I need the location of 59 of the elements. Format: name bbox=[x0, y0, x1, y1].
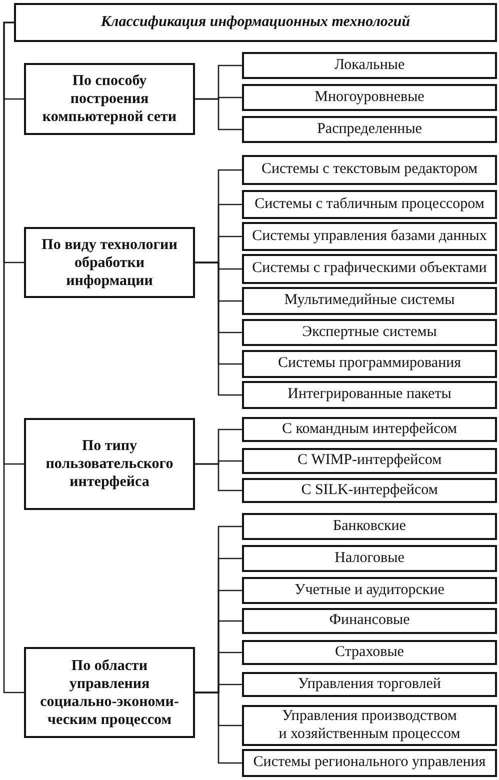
connector-line bbox=[195, 463, 242, 492]
item-label: Банковские bbox=[333, 518, 406, 536]
item-box bbox=[242, 381, 497, 409]
category-label: По типу пользовательского интерфейса bbox=[44, 437, 174, 491]
item-box bbox=[242, 448, 497, 474]
heading-box bbox=[14, 3, 497, 42]
item-box bbox=[242, 52, 497, 79]
item-label: Экспертные системы bbox=[302, 324, 437, 342]
item-label: Системы программирования bbox=[278, 355, 462, 373]
item-label: Управления торговлей bbox=[298, 676, 441, 694]
item-box bbox=[242, 222, 497, 251]
item-box bbox=[242, 513, 497, 540]
item-box bbox=[242, 287, 497, 315]
item-label: Системы регионального управления bbox=[253, 754, 486, 772]
item-label: С командным интерфейсом bbox=[282, 420, 458, 438]
item-label: Локальные bbox=[334, 56, 405, 74]
item-label: Интегрированные пакеты bbox=[288, 386, 452, 404]
category-label: По способу построения компьютерной сети bbox=[41, 72, 178, 126]
item-box bbox=[242, 749, 497, 777]
category-box bbox=[24, 418, 195, 510]
item-label: Страховые bbox=[335, 644, 404, 662]
category-label: По области управления социально-экономи- ческим процессом bbox=[39, 656, 180, 728]
item-label: Мультимедийные системы bbox=[284, 292, 455, 310]
connector-line bbox=[195, 262, 242, 396]
category-label: По виду технологии обработки информации bbox=[40, 236, 178, 290]
item-box bbox=[242, 116, 497, 143]
item-label: Распределенные bbox=[317, 120, 422, 138]
item-label: Системы с графическими объектами bbox=[252, 260, 487, 278]
connector-line bbox=[3, 22, 24, 694]
item-box bbox=[242, 254, 497, 284]
item-box bbox=[242, 577, 497, 604]
item-label: Многоуровневые bbox=[314, 88, 424, 106]
item-box bbox=[242, 190, 497, 219]
category-box bbox=[24, 227, 195, 298]
item-box bbox=[242, 350, 497, 378]
item-box bbox=[242, 319, 497, 346]
item-label: С WIMP-интерфейсом bbox=[297, 452, 442, 470]
item-box bbox=[242, 705, 497, 746]
connector-line bbox=[195, 692, 242, 764]
item-box bbox=[242, 545, 497, 572]
item-label: Налоговые bbox=[334, 550, 404, 568]
item-label: Системы с табличным процессором bbox=[254, 196, 484, 214]
connector-line bbox=[195, 98, 242, 130]
item-label: Системы управления базами данных bbox=[252, 228, 487, 246]
item-label: Финансовые bbox=[329, 612, 410, 630]
item-box bbox=[242, 155, 497, 185]
item-label: Управления производством и хозяйственным процессом bbox=[278, 708, 462, 743]
category-box bbox=[24, 63, 195, 135]
category-box bbox=[24, 647, 195, 738]
item-box bbox=[242, 608, 497, 634]
item-label: Системы с текстовым редактором bbox=[261, 161, 478, 179]
item-box bbox=[242, 417, 497, 442]
item-box bbox=[242, 478, 497, 503]
heading-text: Классификация информационных технологий bbox=[100, 13, 410, 32]
item-box bbox=[242, 672, 497, 697]
item-label: Учетные и аудиторские bbox=[294, 582, 444, 600]
item-box bbox=[242, 84, 497, 111]
item-box bbox=[242, 640, 497, 665]
item-label: С SILK-интерфейсом bbox=[301, 482, 438, 500]
